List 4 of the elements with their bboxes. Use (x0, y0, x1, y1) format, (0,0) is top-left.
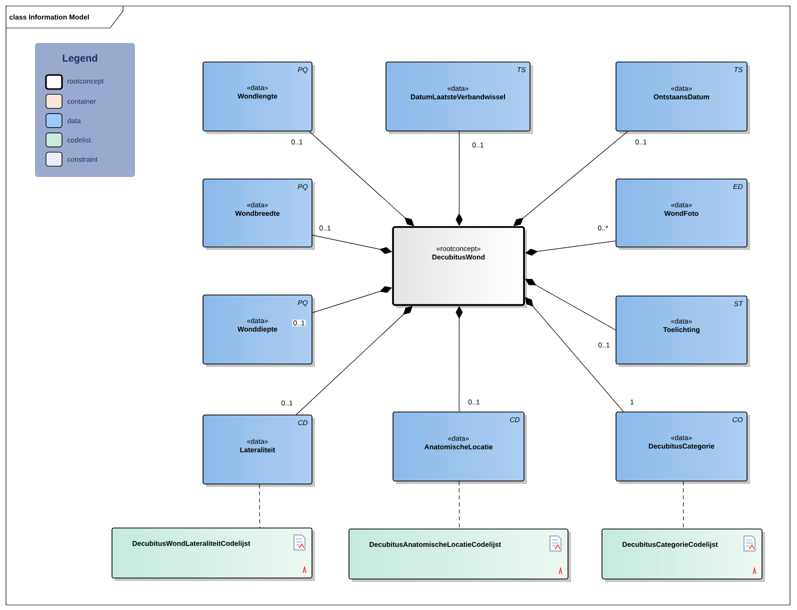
dependency-line (259, 484, 260, 528)
dependency-line (458, 481, 460, 529)
dependency-line (683, 481, 684, 529)
legend-title: Legend (62, 54, 98, 64)
